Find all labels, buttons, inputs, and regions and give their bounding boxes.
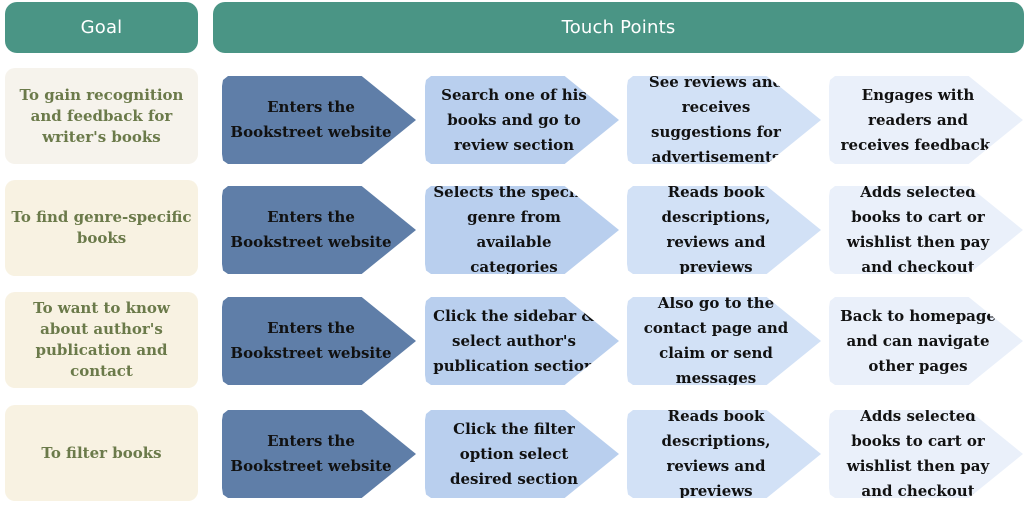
touch-point-step: See reviews and receives suggestions for… [627, 76, 821, 164]
touch-point-step: Selects the specific genre from availabl… [425, 186, 619, 274]
touch-point-step: Enters the Bookstreet website [222, 186, 416, 274]
touch-points-header: Touch Points [213, 2, 1024, 53]
touch-point-step: Adds selected books to cart or wishlist … [829, 186, 1023, 274]
goal-cell: To filter books [5, 405, 198, 501]
touch-point-step: Reads book descriptions, reviews and pre… [627, 186, 821, 274]
touch-point-step: Back to homepage and can navigate other … [829, 297, 1023, 385]
touch-point-step: Search one of his books and go to review… [425, 76, 619, 164]
touch-point-step: Reads book descriptions, reviews and pre… [627, 410, 821, 498]
touch-point-step: Enters the Bookstreet website [222, 76, 416, 164]
touch-point-step: Also go to the contact page and claim or… [627, 297, 821, 385]
touch-point-step: Click the filter option select desired s… [425, 410, 619, 498]
goal-cell: To gain recognition and feedback for wri… [5, 68, 198, 164]
touch-point-step: Engages with readers and receives feedba… [829, 76, 1023, 164]
touch-point-step: Enters the Bookstreet website [222, 410, 416, 498]
touch-point-step: Enters the Bookstreet website [222, 297, 416, 385]
goal-cell: To find genre-specific books [5, 180, 198, 276]
touch-point-step: Click the sidebar & select author's publ… [425, 297, 619, 385]
touch-point-step: Adds selected books to cart or wishlist … [829, 410, 1023, 498]
goal-cell: To want to know about author's publicati… [5, 292, 198, 388]
goal-header: Goal [5, 2, 198, 53]
